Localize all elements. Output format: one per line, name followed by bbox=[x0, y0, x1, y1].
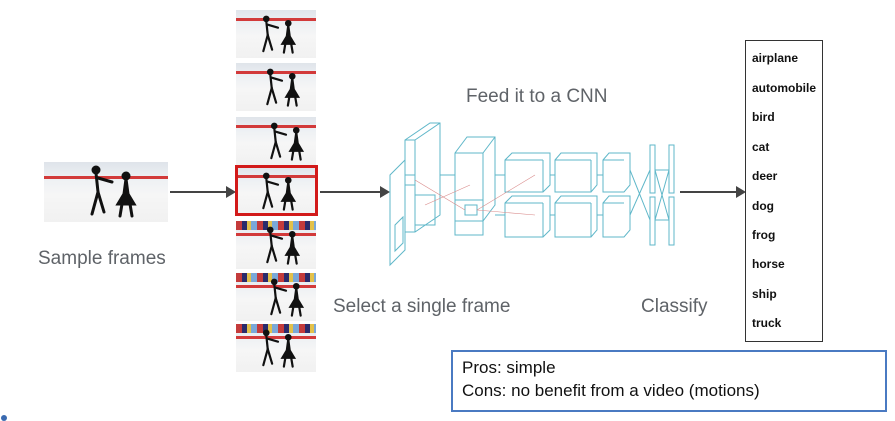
rink-barrier bbox=[236, 285, 316, 288]
video-frame-thumbnail bbox=[236, 324, 316, 372]
arrow-right-icon bbox=[170, 186, 236, 198]
rink-barrier bbox=[236, 18, 316, 21]
class-item: automobile bbox=[752, 81, 817, 95]
arrow-right-icon bbox=[320, 186, 390, 198]
pros-text: Pros: simple bbox=[462, 358, 556, 377]
rink-barrier bbox=[236, 175, 316, 178]
rink-barrier bbox=[236, 233, 316, 236]
class-item: bird bbox=[752, 110, 775, 124]
skater-figure-icon bbox=[266, 226, 301, 265]
video-frame-thumbnail bbox=[236, 221, 316, 269]
class-item: deer bbox=[752, 169, 778, 183]
feed-cnn-label: Feed it to a CNN bbox=[466, 86, 608, 107]
video-frame-thumbnail bbox=[236, 10, 316, 58]
class-list: airplane automobile bird cat deer dog fr… bbox=[745, 40, 823, 342]
cnn-architecture-diagram-icon bbox=[389, 122, 675, 267]
sample-frames-label: Sample frames bbox=[38, 248, 166, 269]
video-frame-thumbnail bbox=[236, 63, 316, 111]
crowd-banner bbox=[236, 324, 316, 333]
class-item: truck bbox=[752, 316, 782, 330]
crowd-banner bbox=[236, 273, 316, 282]
rink-barrier bbox=[44, 176, 168, 179]
sample-frame-image bbox=[44, 162, 168, 222]
video-frame-thumbnail bbox=[236, 117, 316, 165]
class-item: airplane bbox=[752, 51, 799, 65]
arrow-right-icon bbox=[680, 186, 746, 198]
selected-frame-highlight bbox=[235, 165, 318, 216]
skater-figure-icon bbox=[262, 172, 297, 211]
skater-figure-icon bbox=[270, 278, 305, 317]
footer-logo-icon bbox=[1, 415, 7, 421]
cons-text: Cons: no benefit from a video (motions) bbox=[462, 381, 760, 400]
skater-figure-icon bbox=[266, 68, 301, 107]
crowd-banner bbox=[236, 221, 316, 230]
pros-cons-box: Pros: simple Cons: no benefit from a vid… bbox=[451, 350, 887, 412]
class-item: horse bbox=[752, 257, 785, 271]
class-item: ship bbox=[752, 287, 777, 301]
classify-label: Classify bbox=[641, 296, 708, 317]
rink-barrier bbox=[236, 336, 316, 339]
skater-figure-icon bbox=[262, 15, 297, 54]
skater-figure-icon bbox=[90, 165, 137, 218]
select-frame-label: Select a single frame bbox=[333, 296, 511, 317]
class-item: cat bbox=[752, 140, 770, 154]
skater-figure-icon bbox=[262, 329, 297, 368]
class-item: dog bbox=[752, 199, 774, 213]
skater-figure-icon bbox=[270, 122, 305, 161]
video-frame-thumbnail bbox=[236, 273, 316, 321]
class-item: frog bbox=[752, 228, 776, 242]
video-frame-thumbnail bbox=[236, 167, 316, 215]
rink-barrier bbox=[236, 71, 316, 74]
